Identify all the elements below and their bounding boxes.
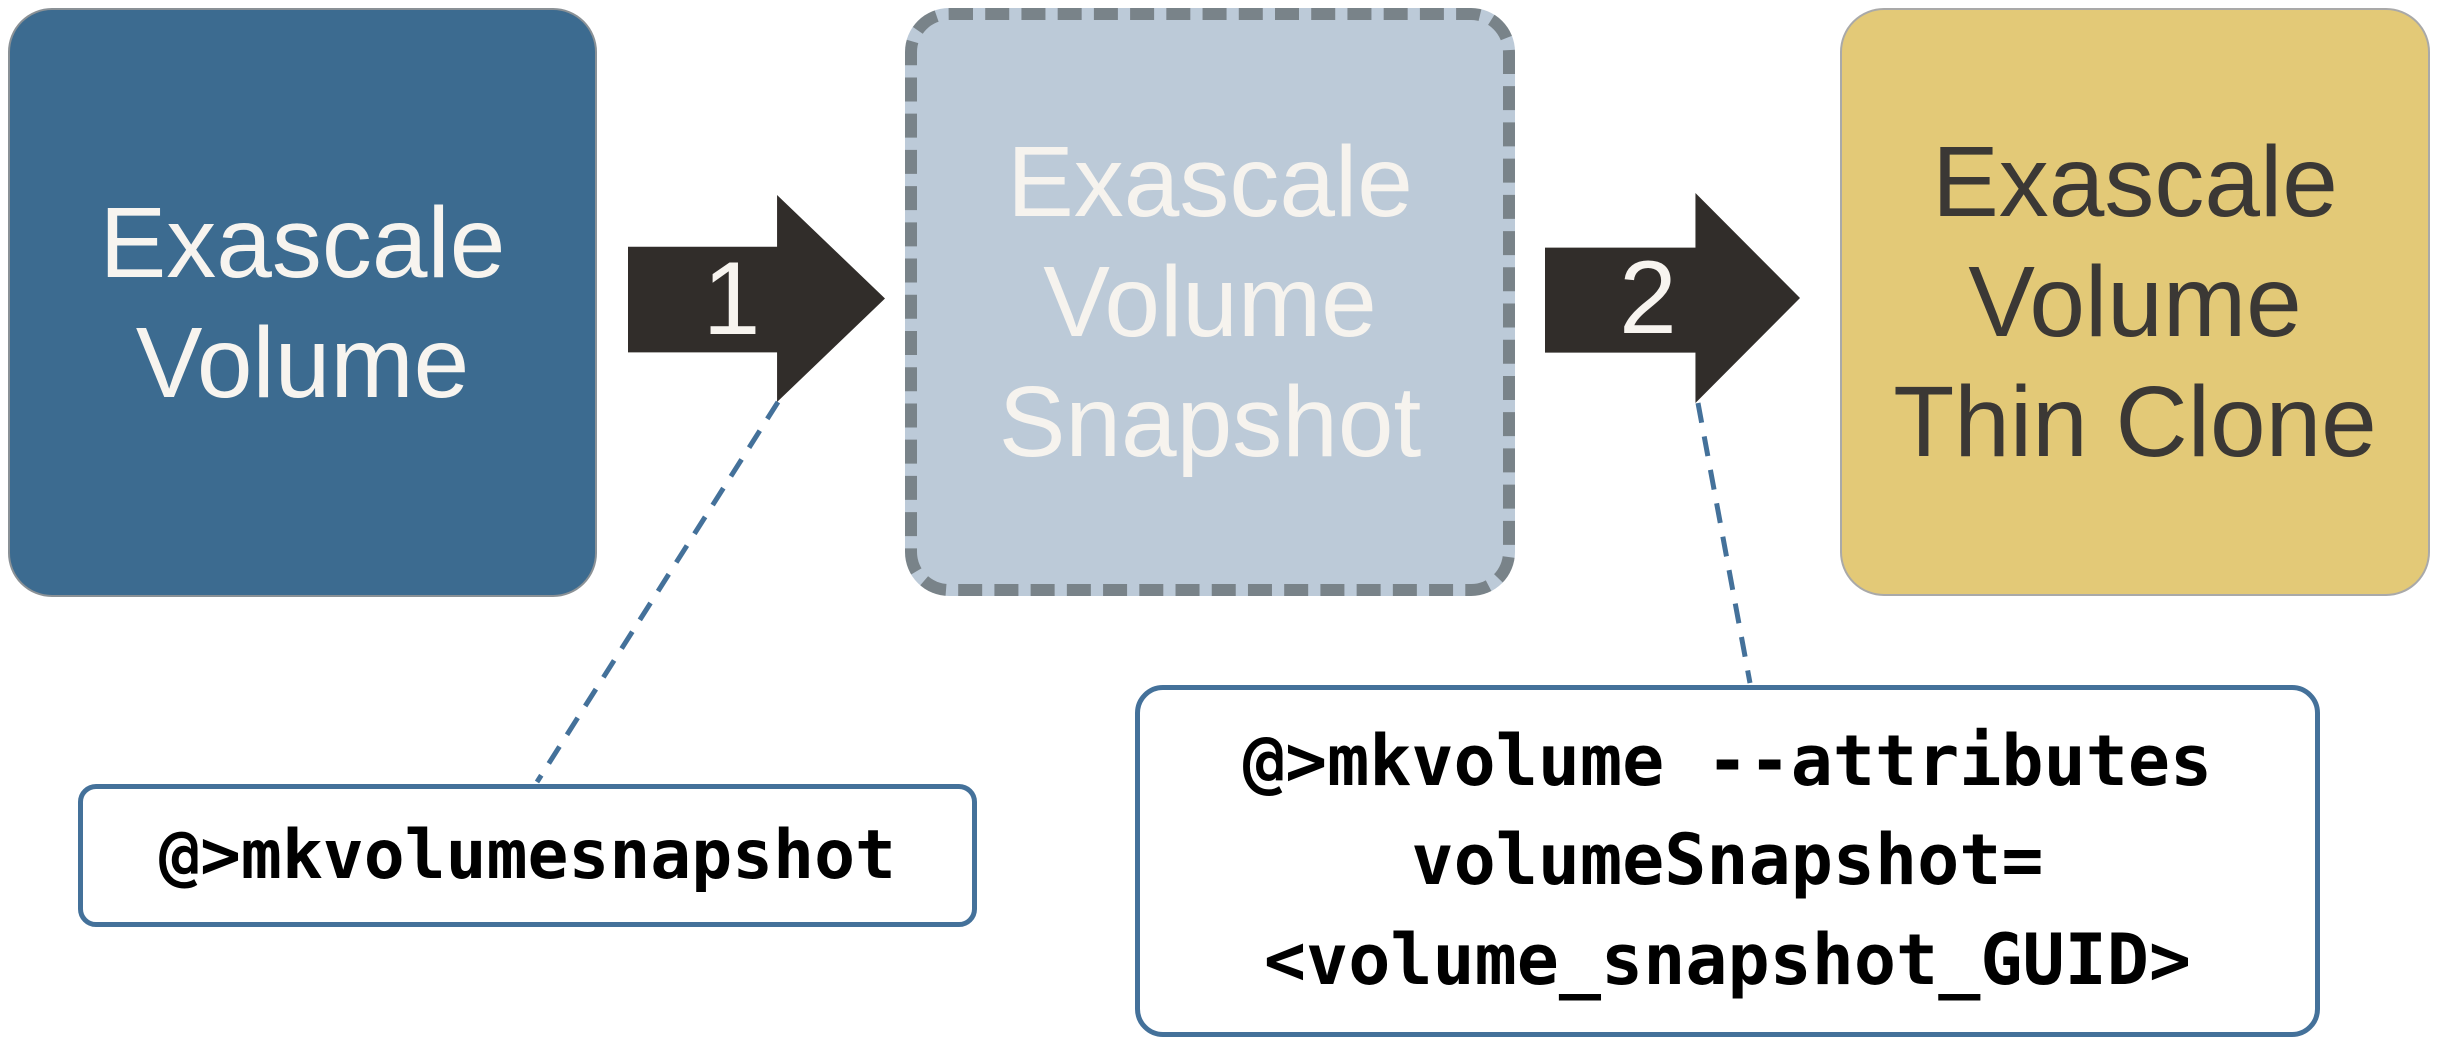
node-label-line: Volume — [1968, 246, 2302, 358]
node-label-line: Volume — [135, 306, 470, 419]
command-line: @>mkvolume --attributes — [1242, 719, 2213, 802]
step-arrow-2: 2 — [1545, 193, 1800, 403]
callout-step1-command: @>mkvolumesnapshot — [78, 784, 977, 927]
node-label-line: Thin Clone — [1893, 366, 2377, 478]
callout-step1-command-text: @>mkvolumesnapshot — [159, 816, 896, 895]
callout-step2-command: @>mkvolume --attributes volumeSnapshot= … — [1135, 685, 2320, 1037]
node-exascale-volume: Exascale Volume — [8, 8, 597, 597]
node-exascale-volume-label: Exascale Volume — [100, 183, 506, 423]
node-exascale-volume-thin-clone-label: Exascale Volume Thin Clone — [1893, 122, 2377, 482]
step-arrow-1-number: 1 — [702, 240, 761, 357]
step-arrow-2-number: 2 — [1619, 240, 1677, 356]
node-label-line: Exascale — [99, 186, 506, 299]
node-label-line: Snapshot — [998, 366, 1422, 478]
command-line: @>mkvolumesnapshot — [159, 816, 896, 895]
node-exascale-volume-thin-clone: Exascale Volume Thin Clone — [1840, 8, 2430, 596]
connector-line-step2 — [1695, 402, 1753, 684]
command-line: <volume_snapshot_GUID> — [1263, 918, 2192, 1001]
node-label-line: Exascale — [1932, 126, 2338, 238]
node-exascale-volume-snapshot-label: Exascale Volume Snapshot — [999, 122, 1422, 482]
node-label-line: Exascale — [1007, 126, 1413, 238]
step-arrow-1: 1 — [628, 195, 885, 402]
callout-step2-command-text: @>mkvolume --attributes volumeSnapshot= … — [1243, 712, 2212, 1010]
node-label-line: Volume — [1043, 246, 1377, 358]
node-exascale-volume-snapshot: Exascale Volume Snapshot — [905, 8, 1515, 596]
command-line: volumeSnapshot= — [1411, 819, 2044, 902]
